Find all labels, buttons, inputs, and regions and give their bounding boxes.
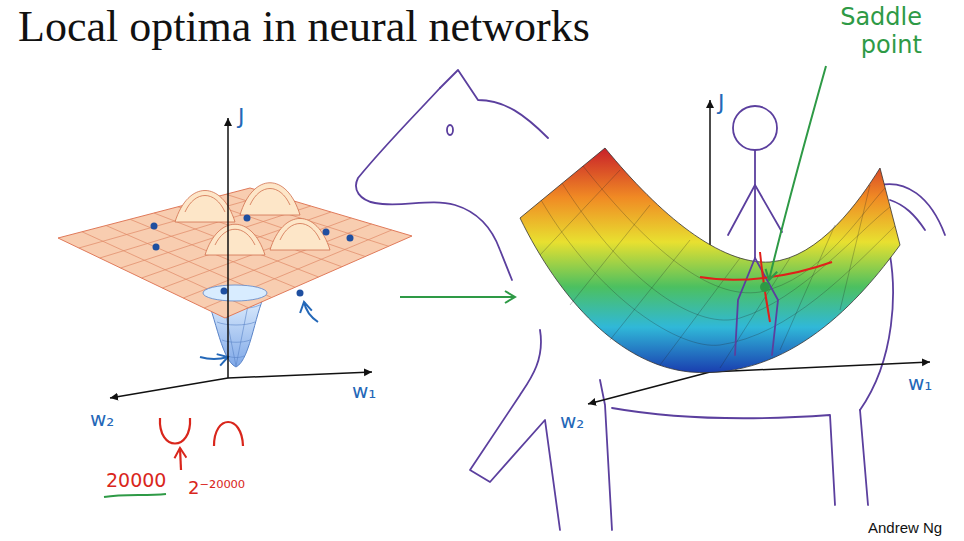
author-credit: Andrew Ng (868, 519, 942, 536)
horse-outline (356, 70, 945, 530)
green-underline (104, 494, 166, 497)
axis-label: w₁ (908, 372, 932, 395)
axis-label-holder: w₁ (908, 372, 932, 395)
saddle-point-label-holder: Saddle point (812, 4, 922, 59)
handwritten-number: 20000 (106, 470, 166, 492)
axis-label-holder: J (238, 104, 245, 129)
slide-title-holder: Local optima in neural networks (18, 2, 590, 53)
stick-figure (728, 106, 782, 355)
handwritten-number-holder: 2⁻²⁰⁰⁰⁰ (188, 478, 245, 499)
axis-label-holder: w₂ (90, 408, 114, 431)
green-arrow (400, 296, 515, 298)
axis-label: J (238, 104, 245, 129)
axis-label: w₁ (352, 380, 376, 403)
local-optima-surface (58, 183, 412, 367)
left-axes (110, 118, 372, 398)
axis-label-holder: w₁ (352, 380, 376, 403)
axis-label: w₂ (90, 408, 114, 431)
axis-label: J (718, 90, 725, 115)
axis-label-holder: w₂ (560, 410, 584, 433)
red-sketches (160, 418, 243, 470)
saddle-point-marks (700, 66, 832, 322)
slide-title: Local optima in neural networks (18, 2, 590, 53)
handwritten-number-holder: 20000 (106, 470, 166, 492)
handwritten-number: 2⁻²⁰⁰⁰⁰ (188, 478, 245, 499)
axis-label: w₂ (560, 410, 584, 433)
saddle-surface (520, 148, 900, 373)
saddle-point-label: Saddle point (812, 4, 922, 59)
axis-label-holder: J (718, 90, 725, 115)
author-credit-holder: Andrew Ng (868, 519, 942, 536)
